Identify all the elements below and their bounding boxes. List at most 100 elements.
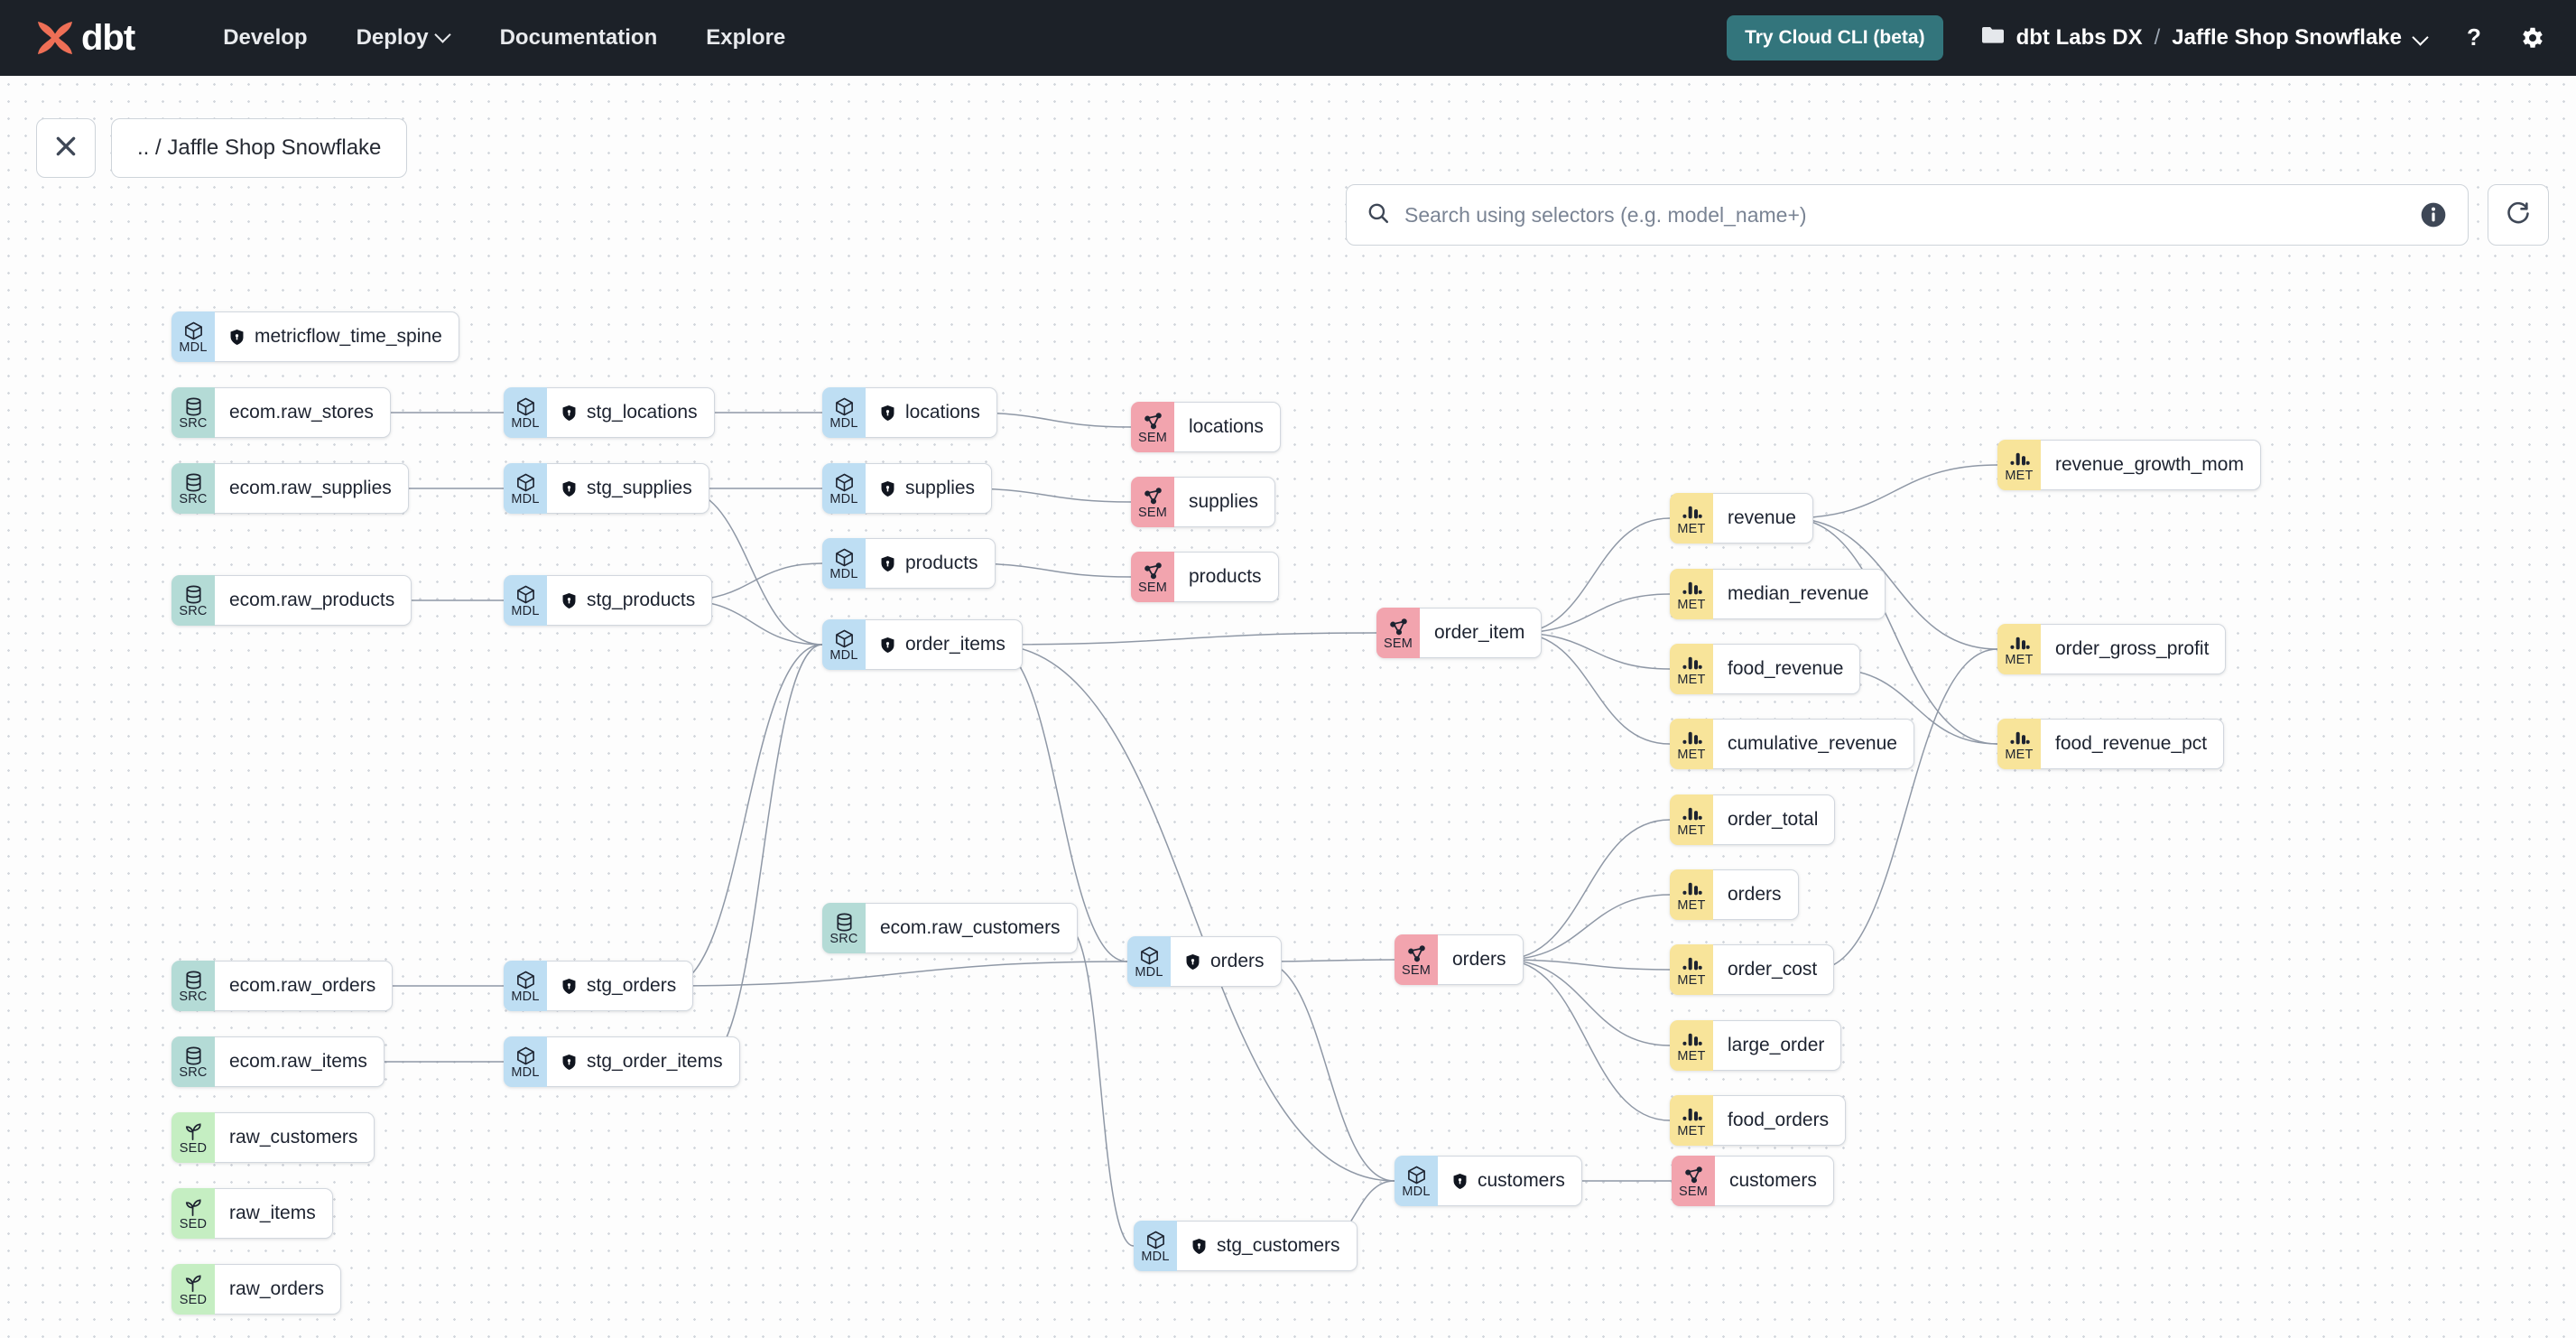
nav-item-explore[interactable]: Explore — [706, 25, 785, 51]
node-type-label: MET — [1677, 521, 1706, 536]
node-body: stg_products — [547, 575, 713, 626]
node-label: order_item — [1434, 622, 1525, 643]
node-label: ecom.raw_supplies — [229, 478, 392, 498]
nav-item-deploy[interactable]: Deploy — [357, 25, 451, 51]
graph-edge — [1502, 959, 1671, 1046]
sed-type-badge: SED — [171, 1264, 215, 1315]
shield-icon — [561, 1054, 577, 1071]
node-body: raw_items — [215, 1188, 333, 1239]
mdl-type-badge: MDL — [171, 311, 215, 362]
mdl-type-badge: MDL — [504, 961, 547, 1011]
node-type-label: SRC — [179, 415, 208, 431]
model-icon — [1139, 946, 1160, 966]
met-type-badge: MET — [1670, 493, 1713, 544]
node-body: ecom.raw_customers — [866, 903, 1078, 953]
node-label: orders — [1452, 949, 1506, 970]
search-input[interactable] — [1404, 202, 2419, 228]
node-label: products — [905, 553, 978, 573]
graph-edge — [1502, 959, 1671, 971]
node-body: products — [1174, 552, 1279, 602]
graph-node-order_gross_profit[interactable]: MET order_gross_profit — [1997, 624, 2227, 674]
node-type-label: MET — [1677, 897, 1706, 913]
src-type-badge: SRC — [171, 387, 215, 438]
node-label: order_gross_profit — [2055, 638, 2210, 659]
node-body: customers — [1715, 1156, 1834, 1206]
graph-edge — [703, 644, 823, 1063]
shield-icon — [561, 592, 577, 609]
try-cloud-cli-button[interactable]: Try Cloud CLI (beta) — [1727, 15, 1943, 60]
node-body: products — [866, 538, 996, 589]
account-project-breadcrumb[interactable]: dbt Labs DX / Jaffle Shop Snowflake — [1981, 25, 2430, 51]
node-type-label: SEM — [1383, 636, 1413, 651]
info-icon[interactable] — [2419, 200, 2448, 229]
dbt-logo[interactable]: dbt — [34, 18, 135, 59]
node-type-label: MDL — [1135, 964, 1163, 980]
node-type-label: MET — [1677, 1123, 1706, 1138]
graph-node-sem_products[interactable]: SEM products — [1131, 552, 1279, 602]
search-bar[interactable] — [1346, 184, 2469, 246]
met-type-badge: MET — [1997, 719, 2041, 769]
node-label: orders — [1210, 951, 1265, 971]
node-label: customers — [1729, 1170, 1817, 1191]
seed-icon — [183, 1122, 204, 1142]
breadcrumb[interactable]: .. / Jaffle Shop Snowflake — [111, 118, 408, 178]
node-label: revenue_growth_mom — [2055, 454, 2244, 475]
help-icon[interactable]: ? — [2460, 24, 2488, 51]
gear-icon[interactable] — [2518, 24, 2545, 51]
node-label: food_orders — [1728, 1110, 1830, 1130]
graph-node-sem_order_item[interactable]: SEM order_item — [1376, 608, 1543, 658]
graph-node-food_orders[interactable]: MET food_orders — [1670, 1095, 1847, 1146]
met-type-badge: MET — [1997, 624, 2041, 674]
mdl-type-badge: MDL — [504, 575, 547, 626]
node-type-label: SEM — [1137, 580, 1168, 595]
refresh-button[interactable] — [2488, 184, 2549, 246]
met-type-badge: MET — [1670, 644, 1713, 694]
sem-type-badge: SEM — [1376, 608, 1420, 658]
graph-node-orders_mdl[interactable]: MDL orders — [1127, 936, 1282, 987]
nav-label: Deploy — [356, 25, 429, 50]
node-type-label: MET — [1677, 972, 1706, 988]
node-label: raw_customers — [229, 1127, 358, 1148]
node-label: stg_order_items — [587, 1051, 723, 1072]
node-type-label: MDL — [829, 491, 858, 506]
nav-item-documentation[interactable]: Documentation — [500, 25, 658, 51]
close-button[interactable] — [36, 118, 96, 178]
nav-item-develop[interactable]: Develop — [223, 25, 307, 51]
